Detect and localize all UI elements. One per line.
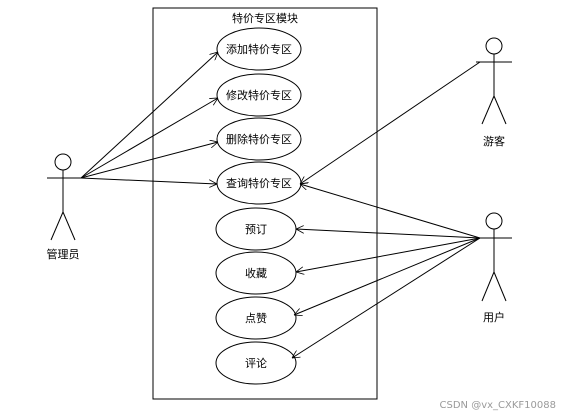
assoc-user-comment bbox=[292, 237, 481, 358]
use-case-modify-label: 修改特价专区 bbox=[226, 88, 292, 102]
assoc-user-like bbox=[294, 237, 481, 315]
actor-user-label: 用户 bbox=[483, 310, 505, 324]
use-case-like: 点赞 bbox=[215, 296, 297, 340]
watermark: CSDN @vx_CXKF10088 bbox=[440, 400, 556, 411]
system-title: 特价专区模块 bbox=[232, 11, 298, 25]
use-case-favorite: 收藏 bbox=[215, 251, 297, 295]
actor-admin-label: 管理员 bbox=[47, 247, 80, 261]
assoc-user-favorite bbox=[296, 237, 481, 272]
actor-visitor-label: 游客 bbox=[483, 134, 505, 148]
use-case-add-label: 添加特价专区 bbox=[226, 42, 292, 56]
use-case-add: 添加特价专区 bbox=[216, 27, 302, 71]
assoc-admin-delete bbox=[80, 142, 218, 179]
actor-user bbox=[476, 212, 512, 302]
assoc-admin-add bbox=[80, 52, 218, 179]
use-case-reserve: 预订 bbox=[215, 207, 297, 251]
use-case-comment-label: 评论 bbox=[245, 356, 267, 370]
assoc-user-reserve bbox=[296, 229, 481, 239]
use-case-delete-label: 删除特价专区 bbox=[226, 132, 292, 146]
use-case-query: 查询特价专区 bbox=[216, 161, 302, 205]
use-case-modify: 修改特价专区 bbox=[216, 73, 302, 117]
use-case-comment: 评论 bbox=[215, 341, 297, 385]
assoc-admin-query bbox=[80, 177, 217, 184]
system-boundary bbox=[152, 7, 378, 400]
use-case-delete: 删除特价专区 bbox=[216, 117, 302, 161]
use-case-reserve-label: 预订 bbox=[245, 223, 267, 236]
assoc-visitor-query bbox=[300, 61, 481, 184]
use-case-favorite-label: 收藏 bbox=[245, 266, 267, 280]
use-case-like-label: 点赞 bbox=[245, 312, 267, 325]
assoc-user-query bbox=[300, 184, 481, 239]
actor-visitor bbox=[476, 37, 512, 125]
assoc-admin-modify bbox=[80, 98, 218, 179]
actor-admin bbox=[47, 153, 81, 241]
use-case-query-label: 查询特价专区 bbox=[226, 176, 292, 190]
